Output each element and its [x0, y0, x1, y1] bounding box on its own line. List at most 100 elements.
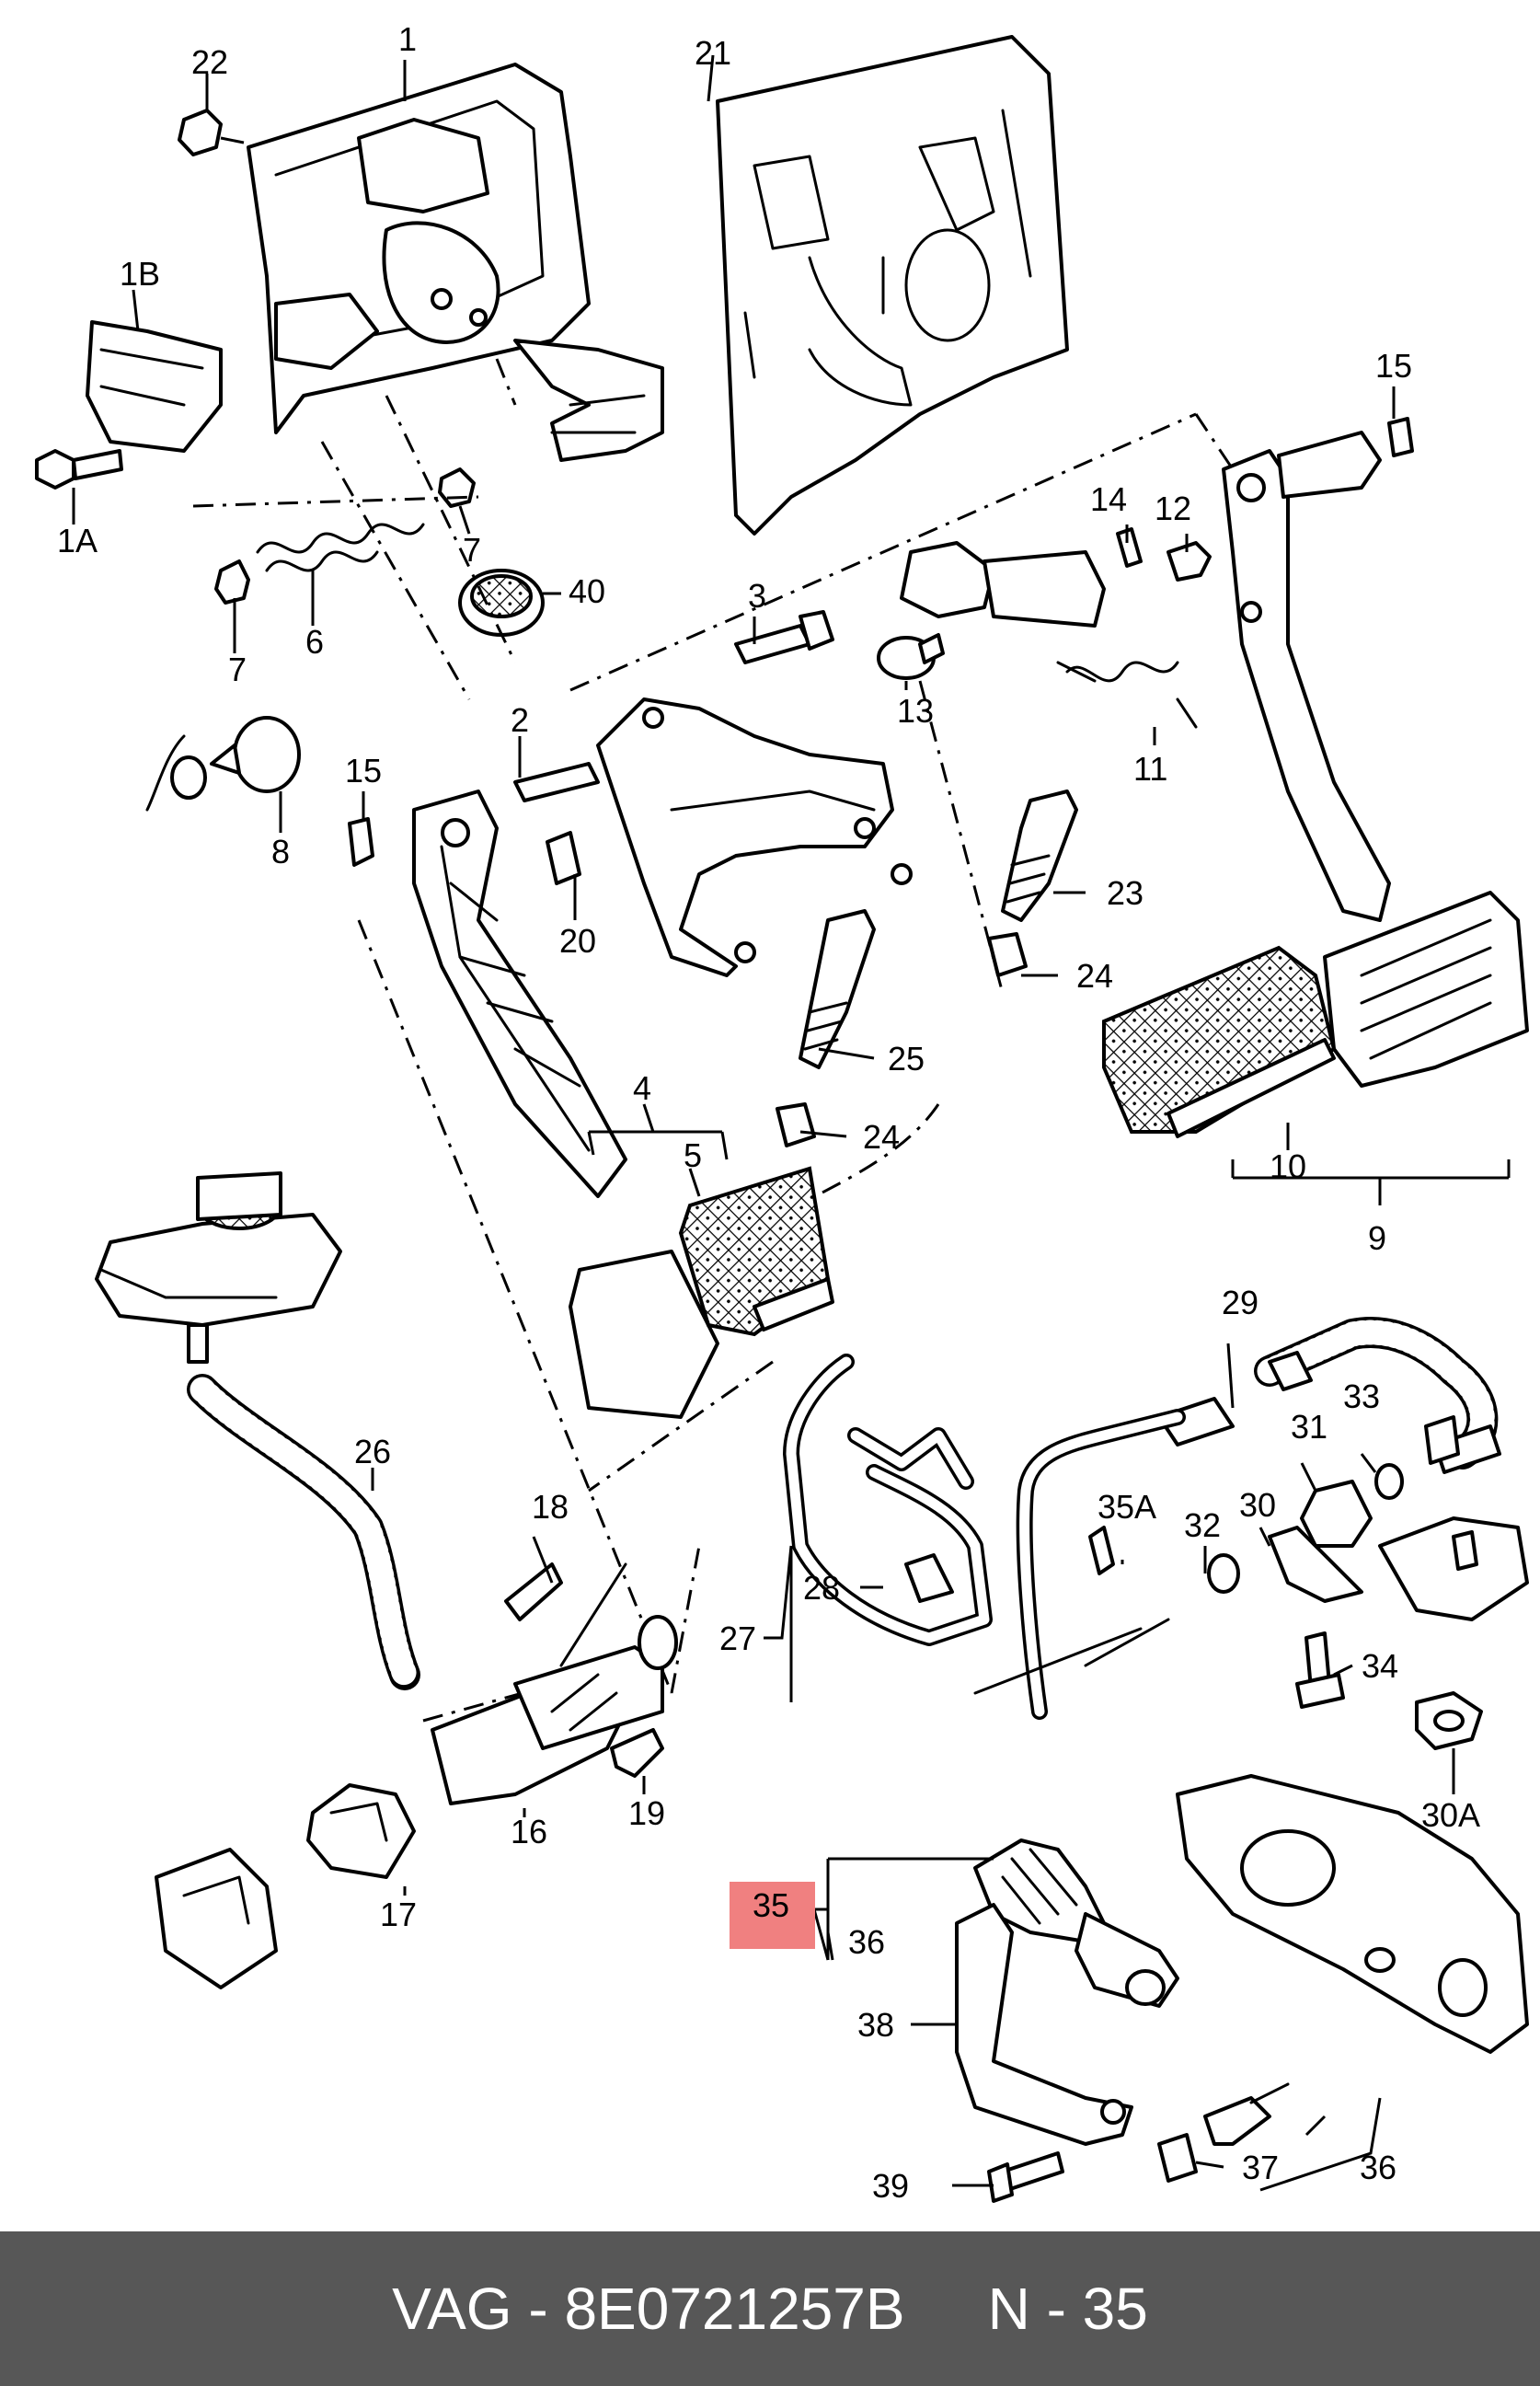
callout-3: 3	[748, 577, 766, 615]
callout-20: 20	[559, 922, 596, 960]
bolt-12	[1166, 541, 1212, 582]
callout-33: 33	[1343, 1377, 1380, 1415]
leader-lines	[72, 54, 1511, 2192]
bolt-39	[987, 2151, 1064, 2203]
bump-stop-8	[145, 716, 301, 812]
callout-25: 25	[888, 1040, 925, 1078]
callout-35: 35	[753, 1886, 789, 1924]
callout-10: 10	[1270, 1147, 1306, 1185]
position-number: 35	[1082, 2276, 1148, 2342]
gasket-17	[306, 1783, 416, 1879]
callout-9: 9	[1368, 1219, 1386, 1257]
callout-8: 8	[271, 833, 290, 870]
callout-4: 4	[633, 1069, 651, 1107]
spring-11	[1056, 661, 1198, 729]
callout-31: 31	[1291, 1408, 1327, 1446]
accelerator-pad-9	[1323, 891, 1529, 1088]
highlight-35	[730, 1882, 815, 1949]
callout-37: 37	[1242, 2149, 1279, 2186]
part-number: 8E0721257B	[564, 2276, 905, 2342]
clutch-pedal-4	[412, 790, 719, 1419]
washer-32	[1207, 1553, 1240, 1594]
callout-35a: 35A	[1098, 1488, 1156, 1526]
switch-25	[799, 909, 876, 1069]
gearbox-housing	[1176, 1774, 1529, 2054]
callout-16: 16	[511, 1813, 547, 1850]
callout-28: 28	[803, 1569, 840, 1607]
clutch-line-27	[783, 1354, 993, 1646]
callout-38: 38	[857, 2006, 894, 2044]
washer-33	[1374, 1463, 1404, 1500]
parts-diagram: 1 22 21 1B 1A 7 40 7 6 8 15 20 2 3 13 14…	[35, 20, 1529, 2205]
fitting-35a	[1088, 1526, 1115, 1575]
callout-26: 26	[354, 1433, 391, 1470]
clip-30a	[1415, 1691, 1483, 1750]
bolt-34	[1295, 1631, 1345, 1709]
dust-cap-37	[1157, 2133, 1198, 2183]
separator: -	[1046, 2276, 1066, 2342]
callout-labels: 1 22 21 1B 1A 7 40 7 6 8 15 20 2 3 13 14…	[57, 20, 1480, 2205]
fluid-reservoir	[95, 1171, 342, 1364]
callout-15-right: 15	[1375, 347, 1412, 385]
clutch-master-cylinder-16	[431, 1615, 678, 1805]
clip-20	[546, 831, 581, 885]
callout-32: 32	[1184, 1506, 1221, 1544]
callout-29: 29	[1222, 1284, 1258, 1321]
clip-15-right	[1387, 417, 1414, 457]
callout-6: 6	[305, 623, 324, 661]
callout-24-right: 24	[1076, 957, 1113, 995]
grommet-40	[458, 569, 545, 637]
position-prefix: N	[987, 2276, 1030, 2342]
callout-1: 1	[398, 20, 417, 58]
cover-plate-1b	[86, 320, 223, 453]
callout-36-lower: 36	[1360, 2149, 1396, 2186]
damper-31	[1300, 1480, 1373, 1548]
pushrod-18	[504, 1562, 627, 1667]
pressure-line	[973, 1409, 1186, 1720]
callout-24-left: 24	[863, 1118, 900, 1156]
hose-26	[187, 1374, 420, 1690]
callout-7b: 7	[228, 651, 247, 688]
separator: -	[528, 2276, 548, 2342]
return-spring-6	[256, 523, 425, 572]
clip-24-left	[776, 1102, 816, 1147]
callout-30: 30	[1239, 1486, 1276, 1524]
accelerator-pedal-arm	[1222, 431, 1391, 922]
bracket-30	[1268, 1526, 1363, 1603]
pivot-pin-2	[513, 762, 600, 802]
insulation-plate	[716, 35, 1069, 536]
callout-13: 13	[897, 692, 934, 730]
bearing-bracket	[596, 697, 913, 977]
callout-39: 39	[872, 2167, 909, 2205]
callout-30a: 30A	[1421, 1796, 1480, 1834]
callout-40: 40	[569, 572, 605, 610]
nut-22	[178, 109, 245, 156]
spacer-7	[214, 467, 476, 605]
part-number-footer: VAG - 8E0721257B N - 35	[0, 2231, 1540, 2386]
callout-14: 14	[1090, 480, 1127, 518]
pedal-bracket-housing	[247, 63, 664, 462]
bleeder-valve-36	[1203, 2082, 1290, 2146]
hose-29	[1157, 1317, 1501, 1474]
callout-12: 12	[1155, 490, 1191, 527]
brake-pad-10	[1102, 945, 1337, 1138]
callout-27: 27	[719, 1619, 756, 1657]
clip-15-left	[348, 817, 374, 867]
callout-17: 17	[380, 1896, 417, 1933]
callout-23: 23	[1107, 874, 1144, 912]
pin-19	[610, 1728, 664, 1778]
callout-5: 5	[684, 1136, 702, 1174]
callout-11: 11	[1133, 750, 1167, 788]
switch-23	[1001, 790, 1078, 922]
pin-13	[877, 633, 945, 680]
callout-22: 22	[191, 43, 228, 81]
pushrod-clevis-14	[900, 527, 1143, 628]
bulkhead-left	[155, 1848, 278, 1989]
callout-18: 18	[532, 1488, 569, 1526]
callout-1b: 1B	[120, 255, 160, 293]
slave-cylinder-35	[973, 1838, 1179, 2008]
callout-15-left: 15	[345, 752, 382, 790]
pedal-pad-5	[678, 1166, 834, 1337]
brand-label: VAG	[392, 2276, 512, 2342]
callout-2: 2	[511, 701, 529, 739]
